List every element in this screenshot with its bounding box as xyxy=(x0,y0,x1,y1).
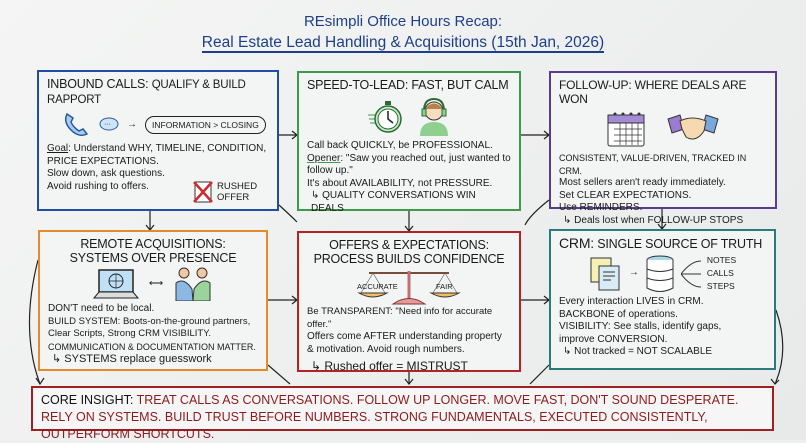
crm-conclusion: ↳ Not tracked = NOT SCALABLE xyxy=(563,346,713,357)
scale-left-label: ACCURATE xyxy=(357,282,398,291)
headset-agent-icon xyxy=(416,96,452,136)
svg-text:···: ··· xyxy=(104,121,111,128)
followup-line-1: CONSISTENT, VALUE-DRIVEN, TRACKED IN CRM… xyxy=(559,153,747,176)
documents-icon xyxy=(589,256,623,292)
offers-heading: OFFERS & EXPECTATIONS:PROCESS BUILDS CON… xyxy=(313,238,505,266)
remote-line-3: COMMUNICATION & DOCUMENTATION MATTER. xyxy=(48,341,256,352)
offers-line-2: Offers come AFTER understanding property… xyxy=(307,331,502,355)
inbound-line-3: Avoid rushing to offers. xyxy=(47,180,149,192)
opener-text: Opener: "Saw you reached out, just wante… xyxy=(307,152,511,177)
crm-line-1: Every interaction LIVES in CRM. xyxy=(559,296,704,307)
crm-output-notes: NOTES xyxy=(706,255,737,265)
speed-to-lead-card: SPEED-TO-LEAD: FAST, BUT CALM Call back … xyxy=(297,71,521,214)
stopwatch-icon xyxy=(366,97,402,135)
followup-line-4: Use REMINDERS. xyxy=(559,202,643,213)
remote-line-1: DON'T need to be local. xyxy=(48,303,155,314)
arrow-right-icon: → xyxy=(127,118,137,130)
followup-conclusion: ↳ Deals lost when FOLLOW-UP STOPS xyxy=(563,214,744,226)
crm-line-2: BACKBONE of operations. xyxy=(559,308,678,320)
remote-acquisitions-card: REMOTE ACQUISITIONS:SYSTEMS OVER PRESENC… xyxy=(38,230,268,371)
followup-heading: FOLLOW-UP: WHERE DEALS ARE WON xyxy=(559,78,747,106)
rushed-offer-label: RUSHED OFFER xyxy=(217,181,258,203)
followup-line-3: Set CLEAR EXPECTATIONS. xyxy=(559,189,692,201)
offers-conclusion: ↳ Rushed offer = MISTRUST xyxy=(311,359,468,373)
phone-icon xyxy=(61,110,91,140)
core-insight-label: CORE INSIGHT: xyxy=(41,393,134,407)
crm-output-calls: CALLS xyxy=(706,268,734,278)
calendar-icon xyxy=(606,110,646,148)
information-closing-bubble: INFORMATION > CLOSING xyxy=(145,115,266,135)
handshake-icon xyxy=(666,111,720,147)
core-insight-text: TREAT CALLS AS CONVERSATIONS. FOLLOW UP … xyxy=(41,393,739,441)
scale-icon: ACCURATE FAIR xyxy=(329,267,489,305)
inbound-heading: INBOUND CALLS: QUALIFY & BUILD RAPPORT xyxy=(47,77,246,106)
offers-expectations-card: OFFERS & EXPECTATIONS:PROCESS BUILDS CON… xyxy=(297,231,521,372)
crm-output-steps: STEPS xyxy=(706,281,735,291)
people-handshake-icon xyxy=(173,267,213,301)
goal-text: Goal: Understand WHY, TIMELINE, CONDITIO… xyxy=(47,143,267,167)
followup-line-2: Most sellers aren't ready immediately. xyxy=(559,177,726,188)
core-insight-banner: CORE INSIGHT: TREAT CALLS AS CONVERSATIO… xyxy=(31,386,774,441)
remote-conclusion: ↳ SYSTEMS replace guesswork xyxy=(52,353,212,365)
speed-heading: SPEED-TO-LEAD: FAST, BUT CALM xyxy=(307,78,509,92)
speed-conclusion: ↳ QUALITY CONVERSATIONS WIN DEALS xyxy=(311,190,476,214)
follow-up-card: FOLLOW-UP: WHERE DEALS ARE WON CONSISTEN… xyxy=(549,71,777,226)
inbound-line-2: Slow down, ask questions. xyxy=(47,168,165,179)
speed-line-1: Call back QUICKLY, be PROFESSIONAL. xyxy=(307,140,493,151)
crm-card: CRM: SINGLE SOURCE OF TRUTH → NOTES CALL… xyxy=(549,229,776,370)
title-line-2: Real Estate Lead Handling & Acquisitions… xyxy=(0,34,806,53)
title-line-1: REsimpli Office Hours Recap: xyxy=(303,13,503,30)
subtitle: Real Estate Lead Handling & Acquisitions… xyxy=(201,34,605,53)
laptop-globe-icon xyxy=(92,268,139,300)
inbound-calls-card: INBOUND CALLS: QUALIFY & BUILD RAPPORT ·… xyxy=(37,70,279,211)
crm-line-3: VISIBILITY: See stalls, identify gaps, i… xyxy=(559,321,722,345)
double-arrow-icon: ⟷ xyxy=(148,277,164,289)
chat-bubble-icon: ··· xyxy=(99,117,119,133)
crm-heading: CRM: SINGLE SOURCE OF TRUTH xyxy=(559,235,763,251)
speed-line-3: It's about AVAILABILITY, not PRESSURE. xyxy=(307,177,493,189)
crossed-document-icon xyxy=(192,180,214,204)
branch-arrows-icon xyxy=(680,257,701,291)
arrow-right-icon: → xyxy=(628,267,639,279)
database-icon xyxy=(645,255,675,293)
scale-right-label: FAIR xyxy=(436,282,453,291)
remote-heading: REMOTE ACQUISITIONS:SYSTEMS OVER PRESENC… xyxy=(69,237,237,265)
remote-line-2: BUILD SYSTEM: Boots-on-the-ground partne… xyxy=(48,315,251,340)
offers-line-1: Be TRANSPARENT: "Need info for accurate … xyxy=(307,306,493,330)
